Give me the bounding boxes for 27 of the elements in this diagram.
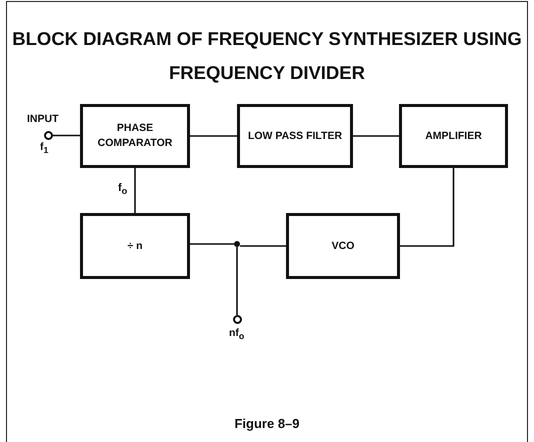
- process-box: [286, 213, 400, 279]
- figure-caption: Figure 8–9: [233, 416, 301, 431]
- box-label: VCO: [332, 238, 354, 254]
- process-box: [80, 104, 190, 168]
- terminal-circle: [233, 315, 242, 324]
- box-label: LOW PASS FILTER: [248, 128, 342, 144]
- process-box: [80, 213, 190, 279]
- terminal-label: nf$_{o}$: [229, 327, 244, 342]
- connector-line: [240, 245, 286, 247]
- connector-line: [53, 134, 80, 136]
- process-box: [237, 104, 353, 168]
- connector-line: [353, 135, 399, 137]
- terminal-label: INPUT: [27, 113, 58, 125]
- terminal-circle: [44, 131, 53, 140]
- edge-label: f$_{o}$: [118, 182, 128, 196]
- box-label: PHASE COMPARATOR: [96, 121, 174, 151]
- junction-dot: [234, 241, 240, 247]
- terminal-label: f$_{1}$: [40, 141, 48, 156]
- connector-line: [190, 135, 237, 137]
- connector-line: [190, 243, 234, 245]
- connector-line: [134, 168, 136, 213]
- connector-line: [400, 168, 454, 247]
- diagram-title: BLOCK DIAGRAM OF FREQUENCY SYNTHESIZER USING FREQUENCY DIVIDER: [11, 27, 523, 85]
- process-box: [399, 104, 508, 168]
- connector-line: [236, 247, 238, 315]
- box-label: AMPLIFIER: [425, 128, 482, 144]
- box-label: ÷ n: [127, 238, 143, 254]
